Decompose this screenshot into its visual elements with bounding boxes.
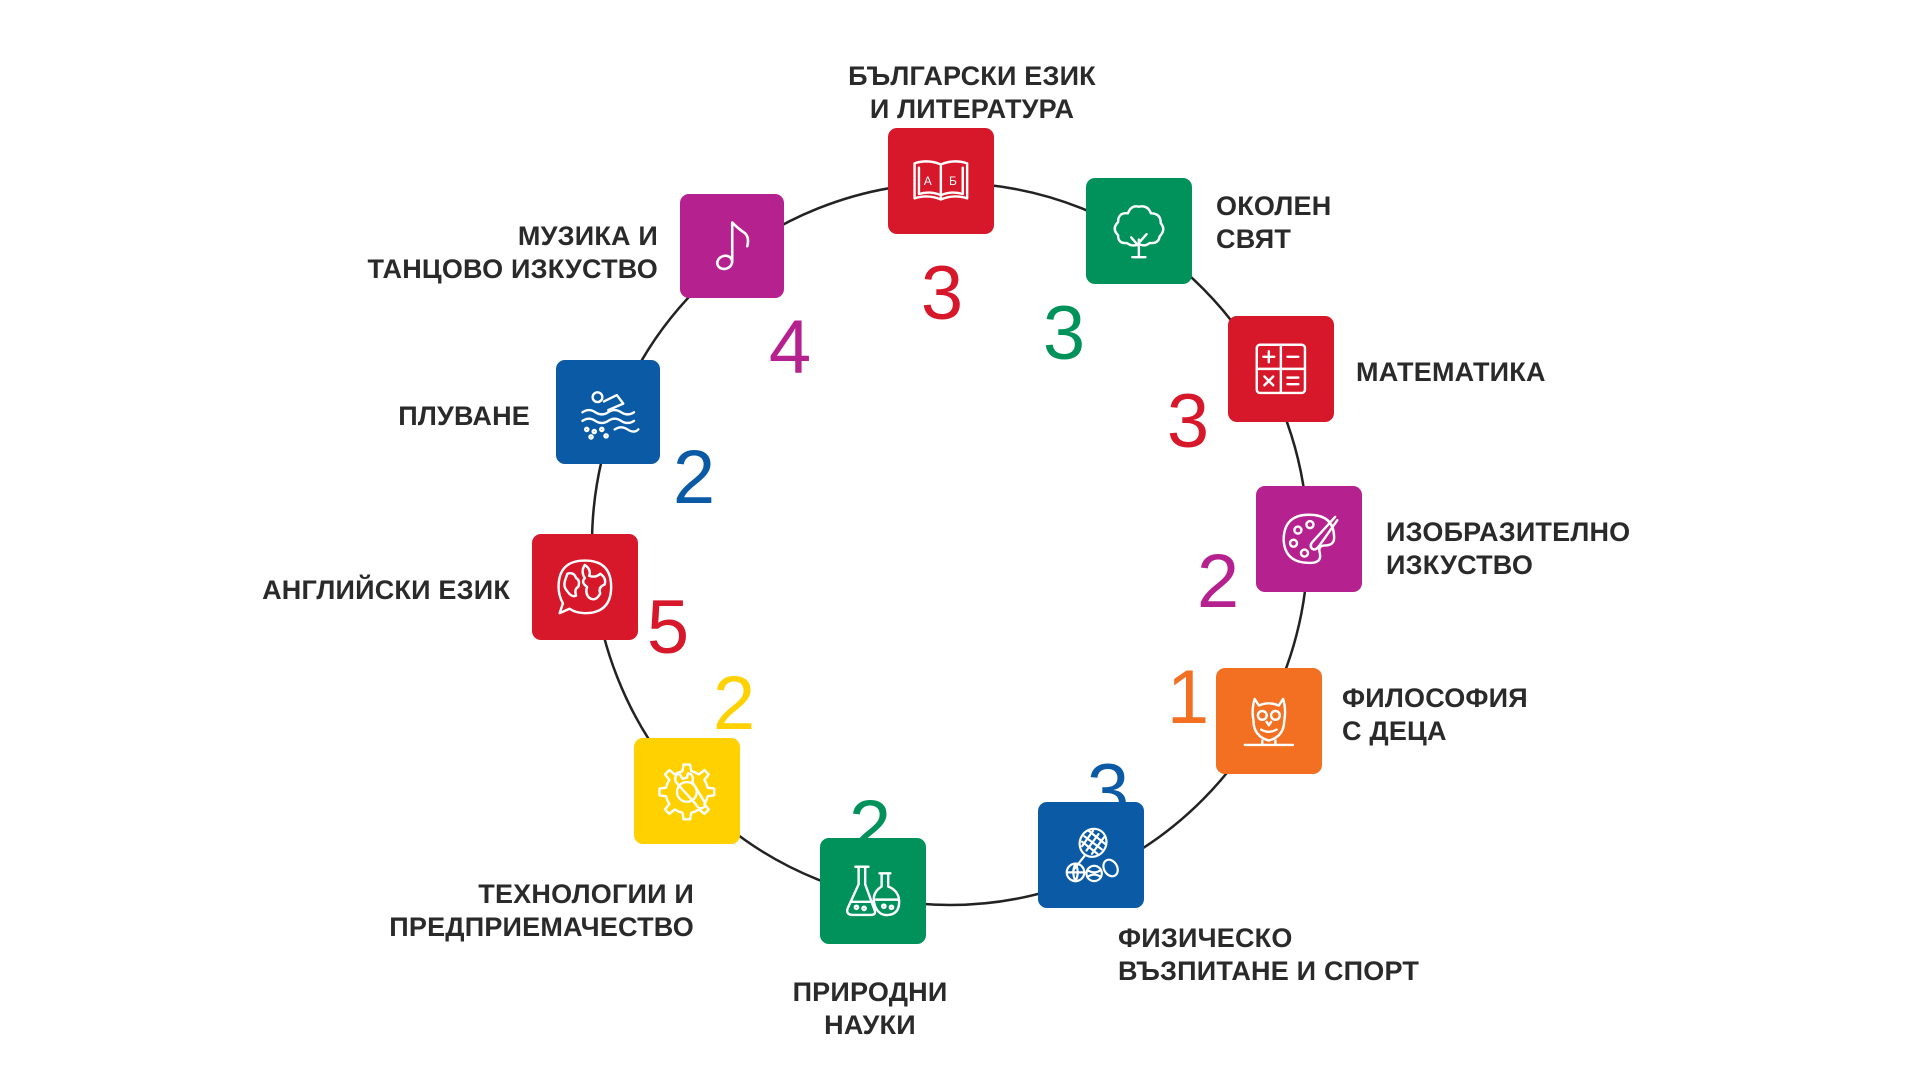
tree-icon [1113,205,1165,259]
subject-label-line1: ПЛУВАНЕ [398,401,530,431]
owl-icon [1243,697,1295,747]
subject-label-line2: ИЗКУСТВО [1386,550,1534,580]
subject-label-line1: ОКОЛЕН [1216,191,1332,221]
subject-label-line1: ТЕХНОЛОГИИ И [478,879,694,909]
subject-count-english: 5 [646,585,690,670]
subject-count-philosophy: 1 [1166,655,1210,740]
subject-label-line1: АНГЛИЙСКИ ЕЗИК [262,575,510,605]
subject-label-math: МАТЕМАТИКА [1356,356,1546,389]
subject-label-line2: НАУКИ [824,1010,916,1040]
subject-label-line2: С ДЕЦА [1342,716,1447,746]
subject-count-bulgarian: 3 [920,251,964,336]
subject-tile-pe [1038,802,1144,908]
globe-chat-icon [557,559,613,615]
subject-count-technology: 2 [712,661,756,746]
swimmer-icon [581,390,640,440]
subject-count-art: 2 [1196,539,1240,624]
subject-label-english: АНГЛИЙСКИ ЕЗИК [262,574,510,607]
open-book-icon: А Б [913,160,969,201]
subject-label-line2: И ЛИТЕРАТУРА [869,94,1075,124]
subject-label-line2: ТАНЦОВО ИЗКУСТВО [367,254,658,284]
subject-tile-swimming [556,360,660,464]
subject-tile-philosophy [1216,668,1322,774]
subject-tile-art [1256,486,1362,592]
subject-label-line2: СВЯТ [1216,224,1292,254]
book-letter-a: А [924,174,932,188]
subject-label-line1: ПРИРОДНИ [792,977,948,1007]
sports-balls-icon [1065,827,1119,883]
subject-count-environment: 3 [1042,291,1086,376]
subject-count-swimming: 2 [672,435,716,520]
subject-label-line1: БЪЛГАРСКИ ЕЗИК [848,61,1096,91]
subject-label-line1: ИЗОБРАЗИТЕЛНО [1386,517,1631,547]
subject-tile-bulgarian: А Б [888,128,994,234]
gear-wrench-icon [658,763,716,821]
subject-count-math: 3 [1166,379,1210,464]
subject-tile-technology [634,738,740,844]
flasks-icon [846,865,901,917]
subject-label-line1: ФИЛОСОФИЯ [1342,683,1528,713]
subject-tile-science [820,838,926,944]
palette-icon [1282,513,1339,565]
subject-label-line1: МАТЕМАТИКА [1356,357,1546,387]
subject-tile-environment [1086,178,1192,284]
book-letter-b: Б [949,174,957,188]
subject-label-line1: ФИЗИЧЕСКО [1118,923,1293,953]
subject-tile-english [532,534,638,640]
music-note-icon [715,221,750,270]
subject-label-line2: ВЪЗПИТАНЕ И СПОРТ [1118,956,1420,986]
subject-count-science: 2 [848,785,892,870]
subject-count-pe: 3 [1086,749,1130,834]
subject-tile-math [1228,316,1334,422]
subject-label-swimming: ПЛУВАНЕ [398,400,530,433]
subject-tile-music [680,194,784,298]
subject-label-line1: МУЗИКА И [517,221,658,251]
calculator-icon [1255,343,1307,395]
subject-count-music: 4 [768,305,812,390]
subject-label-line2: ПРЕДПРИЕМАЧЕСТВО [389,912,694,942]
